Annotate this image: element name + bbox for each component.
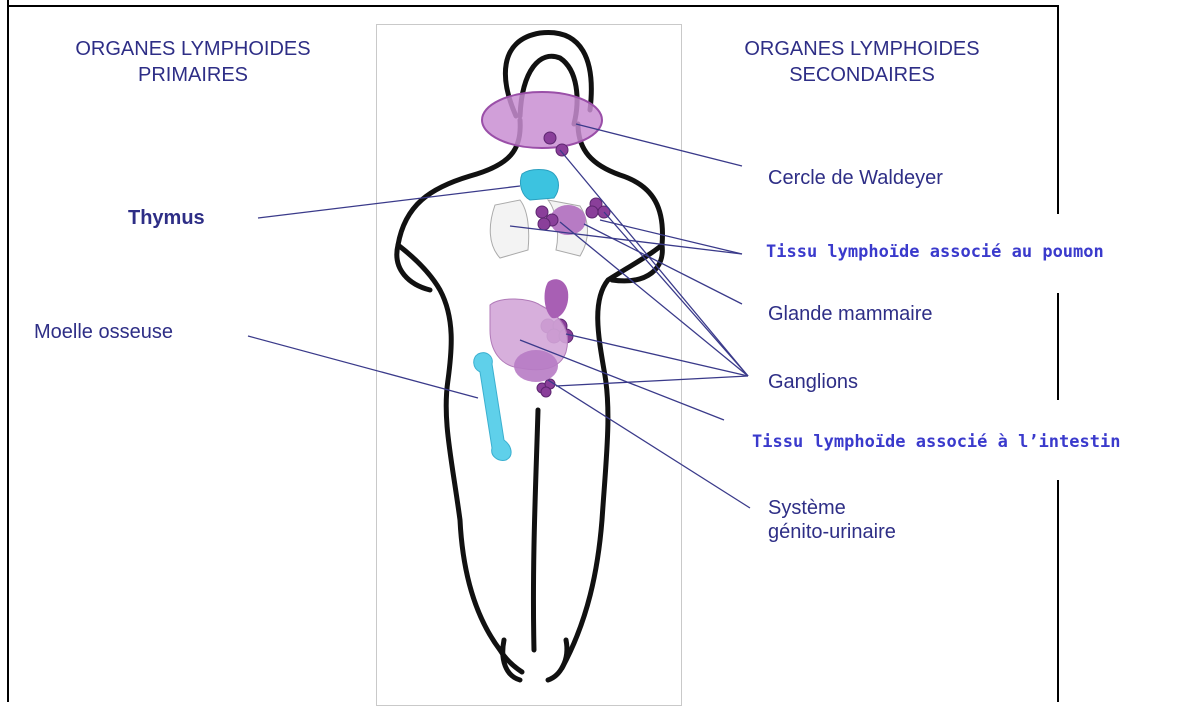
- label-mammary: Glande mammaire: [768, 302, 933, 326]
- header-secondary-line1: ORGANES LYMPHOIDES: [692, 36, 1032, 62]
- label-waldeyer: Cercle de Waldeyer: [768, 166, 943, 190]
- bladder-shape: [514, 350, 558, 382]
- label-gut-tissue: Tissu lymphoïde associé à l’intestin: [752, 430, 1120, 454]
- label-bone-marrow: Moelle osseuse: [34, 320, 173, 344]
- label-genitourinary-line2: génito-urinaire: [768, 520, 896, 544]
- header-primary: ORGANES LYMPHOIDES PRIMAIRES: [28, 36, 358, 88]
- label-lung-tissue: Tissu lymphoïde associé au poumon: [766, 240, 1104, 264]
- header-primary-line2: PRIMAIRES: [28, 62, 358, 88]
- label-genitourinary-line1: Système: [768, 496, 896, 520]
- header-secondary: ORGANES LYMPHOIDES SECONDAIRES: [692, 36, 1032, 88]
- label-genitourinary: Système génito-urinaire: [768, 496, 896, 544]
- header-secondary-line2: SECONDAIRES: [692, 62, 1032, 88]
- header-primary-line1: ORGANES LYMPHOIDES: [28, 36, 358, 62]
- thymus-shape: [520, 170, 558, 201]
- femur-shape: [474, 353, 511, 461]
- spleen-shape: [545, 279, 569, 318]
- label-lymph-nodes: Ganglions: [768, 370, 858, 394]
- label-thymus: Thymus: [128, 206, 205, 230]
- waldeyer-ring-shape: [482, 92, 602, 148]
